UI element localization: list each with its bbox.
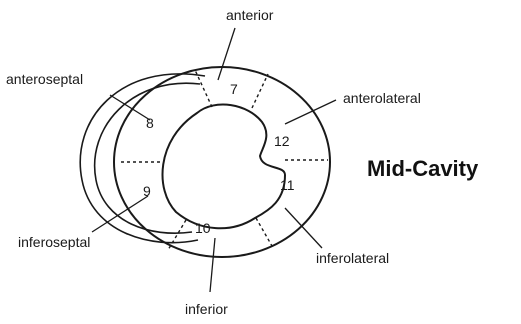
leader-anterior: [218, 28, 235, 80]
label-inferior: inferior: [185, 301, 228, 317]
label-inferoseptal: inferoseptal: [18, 234, 90, 250]
segment-10: 10: [195, 220, 211, 236]
segment-12: 12: [274, 133, 290, 149]
label-anteroseptal: anteroseptal: [6, 71, 83, 87]
segment-11: 11: [280, 177, 295, 193]
right-ventricle-inner: [95, 83, 200, 233]
right-ventricle-outer: [80, 74, 205, 243]
segment-7: 7: [230, 81, 238, 97]
leader-inferior: [210, 238, 215, 292]
label-inferolateral: inferolateral: [316, 250, 389, 266]
divider-10-11: [256, 218, 272, 246]
leader-inferoseptal: [92, 196, 148, 232]
segment-8: 8: [146, 115, 154, 131]
leader-anteroseptal: [110, 95, 150, 120]
label-anterolateral: anterolateral: [343, 90, 421, 106]
diagram-title: Mid-Cavity: [367, 156, 479, 181]
divider-7-12: [252, 74, 268, 108]
leader-inferolateral: [285, 208, 322, 248]
lv-cavity: [163, 104, 285, 228]
label-anterior: anterior: [226, 7, 274, 23]
leader-anterolateral: [285, 100, 336, 124]
